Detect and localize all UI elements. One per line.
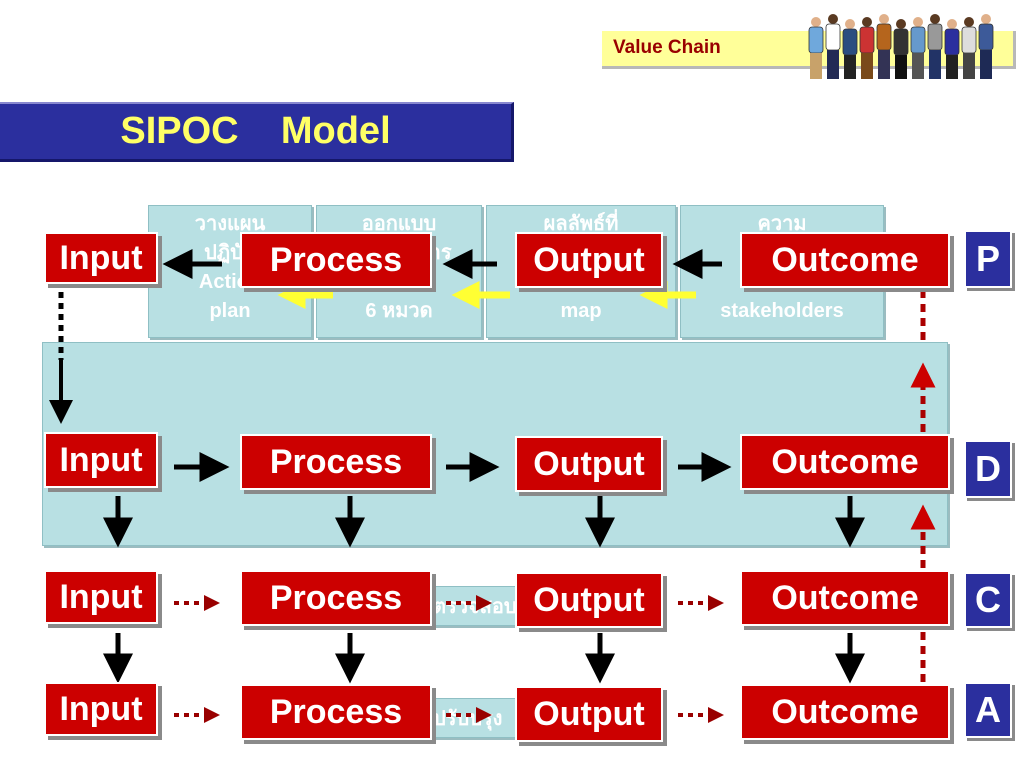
person-legs [878, 50, 890, 79]
page-title: SIPOC Model [0, 102, 514, 162]
person-head [828, 14, 838, 24]
person-legs [827, 50, 839, 79]
c-process-box: Process [240, 570, 432, 626]
group-of-people-icon [808, 14, 994, 79]
d-output-box: Output [515, 436, 663, 492]
person-head [981, 14, 991, 24]
person-head [879, 14, 889, 24]
p-input-box: Input [44, 232, 158, 284]
person-legs [895, 55, 907, 79]
person-legs [963, 53, 975, 79]
person-head [845, 19, 855, 29]
person-legs [810, 53, 822, 79]
person-head [896, 19, 906, 29]
c-outcome-box: Outcome [740, 570, 950, 626]
d-process-box: Process [240, 434, 432, 490]
c-input-box: Input [44, 570, 158, 624]
a-input-box: Input [44, 682, 158, 736]
person-legs [912, 53, 924, 79]
check-note-text: ตรวจสอบ [433, 596, 517, 618]
d-input-box: Input [44, 432, 158, 488]
phase-p-badge: P [964, 230, 1012, 288]
p-outcome-box: Outcome [740, 232, 950, 288]
person-legs [946, 55, 958, 79]
a-outcome-box: Outcome [740, 684, 950, 740]
person-head [862, 17, 872, 27]
person-legs [844, 55, 856, 79]
person-legs [929, 50, 941, 79]
a-output-box: Output [515, 686, 663, 742]
person-head [930, 14, 940, 24]
person-head [947, 19, 957, 29]
person-head [811, 17, 821, 27]
person-head [964, 17, 974, 27]
person-head [913, 17, 923, 27]
a-process-box: Process [240, 684, 432, 740]
phase-d-badge: D [964, 440, 1012, 498]
person-legs [861, 53, 873, 79]
phase-a-badge: A [964, 682, 1012, 738]
value-chain-label: Value Chain [613, 37, 721, 58]
person-legs [980, 50, 992, 79]
c-output-box: Output [515, 572, 663, 628]
d-outcome-box: Outcome [740, 434, 950, 490]
phase-c-badge: C [964, 572, 1012, 628]
p-output-box: Output [515, 232, 663, 288]
p-process-box: Process [240, 232, 432, 288]
